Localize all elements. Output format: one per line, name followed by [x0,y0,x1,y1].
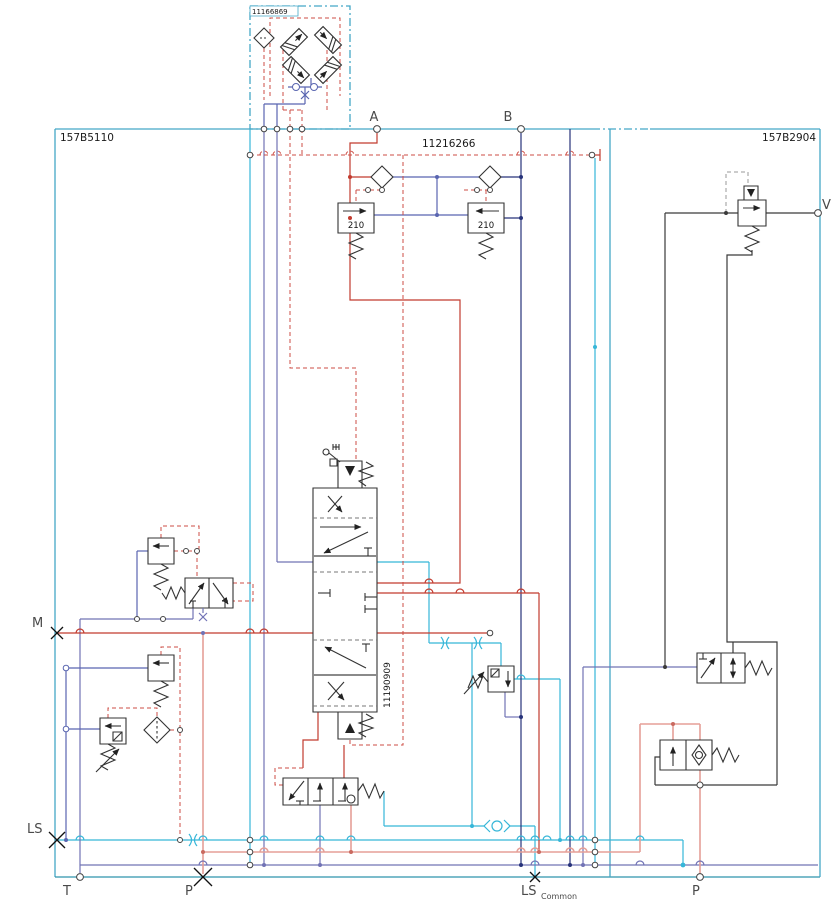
line-jumps [76,151,704,865]
port-a-connector [374,126,381,133]
check-valve-diamond-icon [371,166,501,188]
relief-right-setting: 210 [478,221,494,231]
port-b-connector [518,126,525,133]
bottom-directional-valve [283,778,384,805]
port-b-label: B [504,110,513,125]
port-p-right-connector [697,874,704,881]
port-v-label: V [822,198,831,213]
reducing-valve-c [148,655,174,707]
port-p-left-x-icon [194,868,212,886]
port-p-left-label: P [185,884,193,899]
pilot-solenoid-valve-icon [281,29,308,56]
drain-x-icon [199,608,207,621]
port-t-label: T [62,884,71,899]
labels: 11166869 157B5110 11216266 157B2904 210 … [27,8,831,901]
relief-left-setting: 210 [348,221,364,231]
main-spool-valve: 11190909 [313,444,393,739]
gray-dashed-pilot [726,172,748,213]
port-m-x-icon [51,627,63,639]
compensator-valve [464,666,514,694]
section-borders [55,6,820,877]
pilot-solenoid-valve-icon [283,57,310,84]
pilot-valve-v [738,186,766,252]
pilot-solenoid-valve-icon [315,27,342,54]
spool-top-pilot [323,444,373,488]
relief-valve-a [148,538,174,590]
right-manifold-part-number: 157B2904 [762,132,816,144]
pilot-module-part-number: 11166869 [252,8,288,16]
pilot-module [254,27,341,129]
port-relief-block [338,166,504,259]
p-salmon-net [203,633,700,874]
navy-net [501,129,570,865]
port-m-label: M [32,616,43,631]
port-ls-common-x-icon [530,872,540,882]
junction-dots [64,175,728,868]
black-net [655,213,818,785]
port-ls-common-sub-label: Common [541,892,577,901]
spool-bottom-pilot [338,712,373,739]
filter-diamond-icon [254,28,274,48]
blue-net [66,177,479,840]
port-ls-x-icon [49,832,65,848]
adjustable-valve-e [96,718,126,772]
connection-rings [63,126,703,868]
port-ls-label: LS [27,822,43,837]
shuttle-valve [484,820,510,832]
port-markers [49,126,821,886]
directional-valve-2pos [162,578,233,621]
red-net [57,133,539,852]
port-ls-common-label: LS [521,884,537,899]
left-manifold-part-number: 157B5110 [60,132,114,144]
relief-valve-left [338,203,374,259]
pilot-solenoid-valve-icon [315,57,342,84]
relief-valve-right [468,203,504,259]
port-v-connector [815,210,822,217]
port-t-connector [77,874,84,881]
spool-part-number: 11190909 [383,662,393,708]
left-manifold-components [96,538,233,772]
port-a-label: A [370,110,379,125]
valve-g-check [660,740,739,770]
right-manifold-components [660,186,772,770]
port-p-right-label: P [692,884,700,899]
filter-diamond-icon [144,717,170,743]
valve-f-2pos [697,653,772,683]
mid-block-part-number: 11216266 [422,138,476,150]
plug-x-icon [301,91,309,99]
orifice-icon [189,637,482,846]
